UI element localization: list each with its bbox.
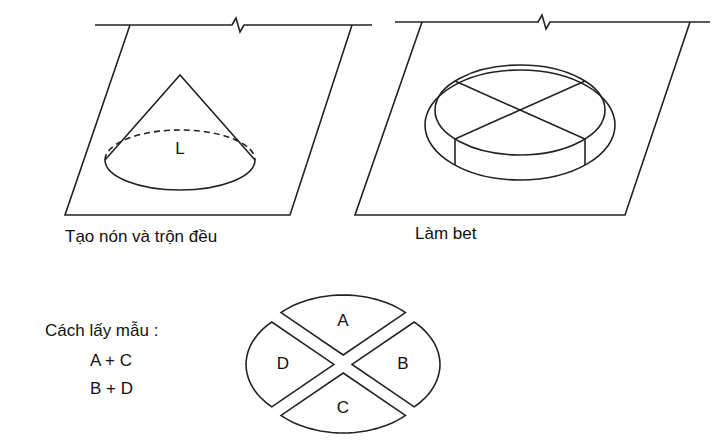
cone-base-front bbox=[105, 160, 255, 190]
disc-edge bbox=[584, 139, 586, 165]
cone-pile: L bbox=[100, 70, 260, 195]
method-caption: Cách lấy mẫu : bbox=[45, 322, 158, 341]
cut-line bbox=[455, 81, 585, 139]
cut-line bbox=[95, 18, 372, 32]
cone-lines bbox=[105, 75, 255, 190]
disc-top bbox=[435, 65, 605, 155]
step-caption: Làm bet bbox=[415, 225, 476, 244]
sample-pair: B + D bbox=[90, 380, 133, 399]
disc-base bbox=[425, 70, 615, 180]
quarter-letter: B bbox=[397, 355, 408, 372]
cone-side bbox=[105, 75, 255, 160]
plane-outline bbox=[65, 25, 352, 215]
quarter-letter: C bbox=[337, 399, 349, 416]
node-label: L bbox=[175, 140, 184, 157]
wedge-outline bbox=[281, 373, 405, 433]
cone-shape bbox=[100, 70, 260, 195]
sample-pair: A + C bbox=[90, 352, 132, 371]
disc-edge bbox=[454, 139, 456, 165]
quarter-letter: A bbox=[337, 312, 348, 329]
cut-line bbox=[395, 15, 710, 29]
step-caption: Tạo nón và trộn đều bbox=[65, 228, 217, 247]
quarter-letter: D bbox=[277, 355, 289, 372]
sample-quarter: C bbox=[279, 371, 407, 435]
cut-line bbox=[455, 81, 585, 139]
plane-outline bbox=[355, 22, 690, 215]
cone-base-back bbox=[105, 130, 255, 160]
